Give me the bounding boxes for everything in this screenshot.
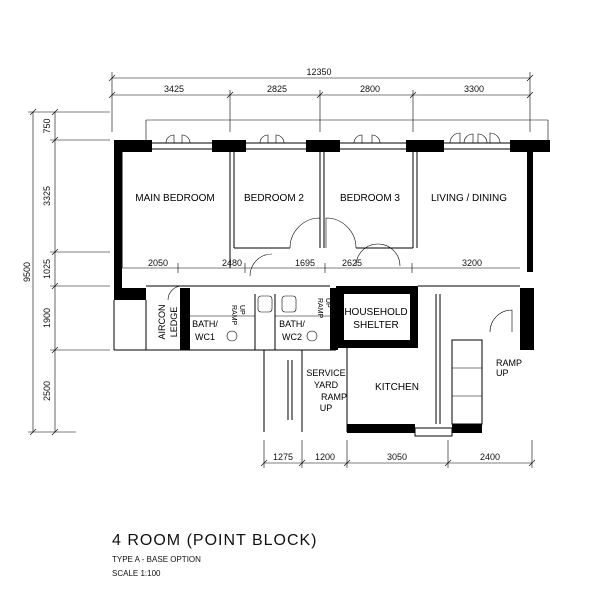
bottom-dim-1: 1275 bbox=[273, 452, 293, 462]
wc2-label: WC2 bbox=[282, 332, 302, 342]
interior-lines bbox=[113, 152, 520, 437]
left-dim-3: 1025 bbox=[42, 259, 52, 279]
bath2-label: BATH/ bbox=[279, 319, 305, 329]
top-dim-2: 2825 bbox=[267, 84, 287, 94]
wc1-label: WC1 bbox=[195, 332, 215, 342]
bath1-label: BATH/ bbox=[192, 319, 218, 329]
shelter-label: SHELTER bbox=[353, 320, 398, 331]
ramp-label-4: RAMP bbox=[496, 358, 522, 368]
overall-width-label: 12350 bbox=[306, 67, 331, 77]
main-bedroom-label: MAIN BEDROOM bbox=[135, 193, 214, 204]
plan-type: TYPE A - BASE OPTION bbox=[112, 555, 201, 564]
aircon-label: AIRCON bbox=[157, 304, 167, 339]
left-dimensions: 9500 750 3325 1025 1900 2500 bbox=[22, 108, 110, 436]
ramp-label-2: RAMP bbox=[316, 298, 323, 319]
left-dim-1: 750 bbox=[42, 118, 52, 133]
kitchen-label: KITCHEN bbox=[375, 382, 419, 393]
plan-title: 4 ROOM (POINT BLOCK) bbox=[112, 532, 318, 549]
doors bbox=[167, 217, 513, 333]
bedroom3-label: BEDROOM 3 bbox=[340, 193, 400, 204]
top-dimensions: 12350 3425 2825 2800 3300 bbox=[108, 67, 534, 132]
fixtures bbox=[190, 295, 330, 342]
household-label: HOUSEHOLD bbox=[344, 307, 407, 318]
overall-height-label: 9500 bbox=[22, 262, 32, 282]
internal-dim-1: 2050 bbox=[148, 258, 168, 268]
up-label-4: UP bbox=[496, 368, 509, 378]
plan-scale: SCALE 1:100 bbox=[112, 569, 161, 578]
top-dim-4: 3300 bbox=[464, 84, 484, 94]
up-label-1: UP bbox=[238, 305, 245, 315]
top-dim-1: 3425 bbox=[164, 84, 184, 94]
walls bbox=[114, 140, 550, 433]
room-labels: MAIN BEDROOM BEDROOM 2 BEDROOM 3 LIVING … bbox=[135, 193, 522, 413]
windows bbox=[145, 119, 549, 150]
yard-label: YARD bbox=[314, 380, 339, 390]
internal-dim-5: 3200 bbox=[462, 258, 482, 268]
top-dim-3: 2800 bbox=[360, 84, 380, 94]
internal-dim-2: 2480 bbox=[222, 258, 242, 268]
ledge-label: LEDGE bbox=[169, 307, 179, 338]
left-dim-5: 2500 bbox=[42, 381, 52, 401]
bottom-dim-3: 3050 bbox=[387, 452, 407, 462]
up-label-3: UP bbox=[320, 403, 333, 413]
up-label-2: UP bbox=[324, 298, 331, 308]
internal-dim-3: 1695 bbox=[295, 258, 315, 268]
ramp-label-1: RAMP bbox=[230, 305, 237, 326]
left-dim-2: 3325 bbox=[42, 186, 52, 206]
ramp-label-3: RAMP bbox=[321, 392, 347, 402]
internal-dim-4: 2625 bbox=[342, 258, 362, 268]
bottom-dim-4: 2400 bbox=[480, 452, 500, 462]
bedroom2-label: BEDROOM 2 bbox=[244, 193, 304, 204]
bottom-dim-2: 1200 bbox=[315, 452, 335, 462]
internal-dimensions: 2050 2480 1695 2625 3200 bbox=[148, 258, 482, 268]
service-label: SERVICE bbox=[306, 368, 345, 378]
living-dining-label: LIVING / DINING bbox=[431, 193, 507, 204]
bottom-dimensions: 1275 1200 3050 2400 bbox=[260, 440, 536, 468]
left-dim-4: 1900 bbox=[42, 308, 52, 328]
